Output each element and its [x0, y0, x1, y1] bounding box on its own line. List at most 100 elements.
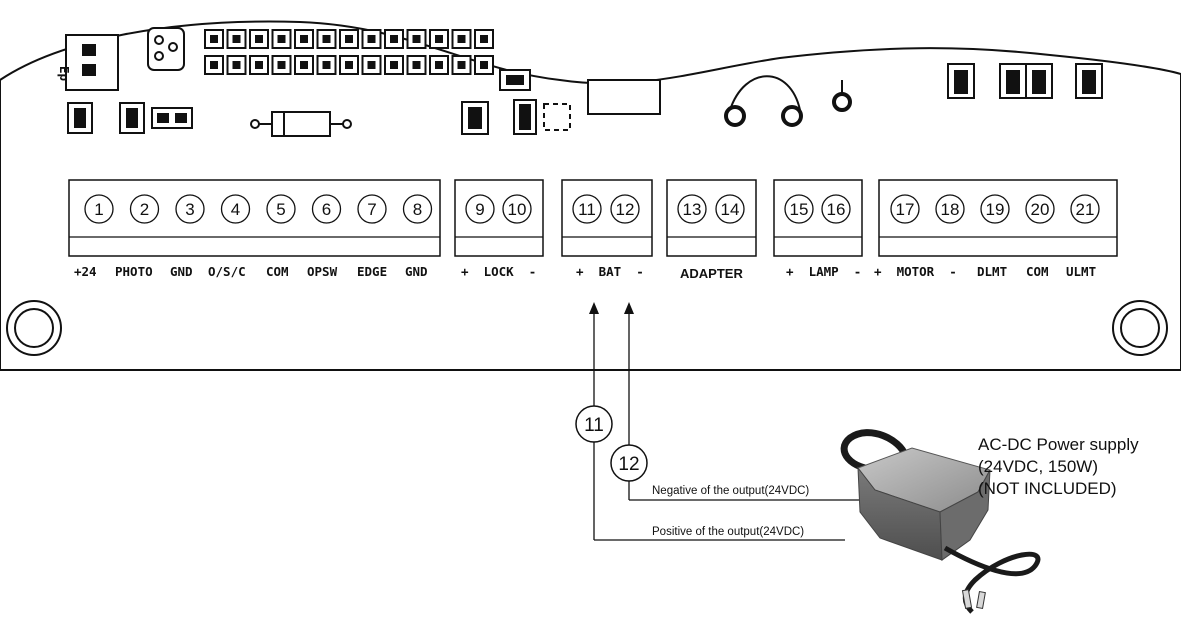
dip-header-bottom	[204, 55, 494, 75]
label-lamp: + LAMP -	[786, 264, 861, 279]
label-gnd-2: GND	[405, 264, 428, 279]
dip-pin-pad	[480, 35, 488, 43]
terminal-number-17: 17	[896, 200, 915, 219]
terminal-screw-19	[980, 194, 1010, 224]
dip-pin-pad	[435, 35, 443, 43]
dip-pin-pad	[367, 35, 376, 43]
dip-pin-pad	[210, 61, 218, 69]
terminal-screw-11	[572, 194, 602, 224]
label-osc: O/S/C	[208, 264, 246, 279]
dip-pin-pad	[412, 35, 421, 43]
header-connector: Ep	[57, 34, 119, 91]
terminal-number-5: 5	[276, 200, 285, 219]
terminal-number-10: 10	[508, 200, 527, 219]
terminal-number-14: 14	[721, 200, 740, 219]
terminal-screw-13	[677, 194, 707, 224]
label-plus24: +24	[74, 264, 97, 279]
terminal-number-20: 20	[1031, 200, 1050, 219]
dip-pin-pad	[412, 61, 421, 69]
dip-pin-pad	[390, 61, 398, 69]
callout-positive: 11	[575, 405, 613, 443]
dip-pin-pad	[277, 61, 286, 69]
psu-output-cable	[943, 545, 1041, 614]
label-ulmt: ULMT	[1066, 264, 1096, 279]
label-com-1: COM	[266, 264, 289, 279]
terminal-screw-4	[220, 194, 251, 224]
terminal-number-4: 4	[231, 200, 240, 219]
terminal-number-13: 13	[683, 200, 702, 219]
dip-pin-pad	[435, 61, 443, 69]
label-com-2: COM	[1026, 264, 1049, 279]
dip-pin-pad	[277, 35, 286, 43]
dip-pin-pad	[322, 61, 331, 69]
terminal-block-adapter	[666, 179, 757, 257]
terminal-number-21: 21	[1076, 200, 1095, 219]
power-supply-unit	[840, 429, 1041, 614]
terminal-screw-2	[129, 194, 160, 224]
dip-header-top	[204, 29, 494, 49]
negative-arrow	[624, 302, 634, 314]
terminal-number-8: 8	[413, 200, 422, 219]
dip-pin-pad	[232, 61, 241, 69]
positive-arrow	[589, 302, 599, 314]
terminal-screw-14	[715, 194, 745, 224]
terminal-screw-12	[610, 194, 640, 224]
label-lock: + LOCK -	[461, 264, 536, 279]
psu-input-cable	[840, 429, 909, 474]
terminal-screw-20	[1025, 194, 1055, 224]
psu-title-line2: (24VDC, 150W)	[978, 457, 1098, 476]
terminal-screw-1	[84, 194, 114, 224]
terminal-number-9: 9	[475, 200, 484, 219]
callout-negative: 12	[610, 444, 648, 482]
callout-negative-number: 12	[618, 454, 639, 475]
potentiometer	[147, 27, 185, 71]
negative-wire-label: Negative of the output(24VDC)	[652, 485, 809, 497]
dip-pin-pad	[457, 35, 466, 43]
terminal-screw-9	[465, 194, 495, 224]
terminal-block-lamp	[773, 179, 863, 257]
terminal-number-15: 15	[790, 200, 809, 219]
psu-connector-tip-1	[961, 589, 973, 609]
psu-connector-tip-2	[976, 591, 986, 609]
terminal-screw-6	[311, 194, 342, 224]
dip-pin-pad	[345, 61, 353, 69]
dip-pin-pad	[300, 61, 308, 69]
terminal-number-2: 2	[140, 200, 149, 219]
psu-title-line1: AC-DC Power supply	[978, 435, 1139, 454]
positive-wire-label: Positive of the output(24VDC)	[652, 526, 804, 538]
label-bat: + BAT -	[576, 264, 644, 279]
terminal-number-18: 18	[941, 200, 960, 219]
terminal-number-6: 6	[322, 200, 331, 219]
terminal-screw-21	[1070, 194, 1100, 224]
terminal-number-1: 1	[94, 200, 103, 219]
terminal-block-main	[68, 179, 441, 257]
psu-title-line3: (NOT INCLUDED)	[978, 479, 1117, 498]
terminal-screw-7	[357, 194, 387, 224]
dip-pin-pad	[367, 61, 376, 69]
mounting-hole-right	[1112, 300, 1168, 356]
label-photo: PHOTO	[115, 264, 153, 279]
dip-pin-pad	[390, 35, 398, 43]
terminal-screw-5	[266, 194, 296, 224]
terminal-screw-16	[821, 194, 851, 224]
label-gnd-1: GND	[170, 264, 193, 279]
label-adapter: ADAPTER	[680, 266, 743, 281]
dip-pin-pad	[322, 35, 331, 43]
terminal-number-16: 16	[827, 200, 846, 219]
terminal-number-7: 7	[367, 200, 376, 219]
dip-pin-pad	[345, 35, 353, 43]
board-marking: Ep	[57, 66, 72, 81]
mounting-hole-left	[6, 300, 62, 356]
terminal-labels: +24 PHOTO GND O/S/C COM OPSW EDGE GND + …	[74, 264, 1096, 281]
label-motor: + MOTOR -	[874, 264, 957, 279]
dip-pin-pad	[480, 61, 488, 69]
label-edge: EDGE	[357, 264, 387, 279]
terminal-number-11: 11	[578, 200, 596, 219]
dip-pin-pad	[457, 61, 466, 69]
terminal-screw-3	[175, 194, 205, 224]
terminal-number-19: 19	[986, 200, 1005, 219]
terminal-screw-10	[502, 194, 532, 224]
terminal-number-3: 3	[185, 200, 194, 219]
